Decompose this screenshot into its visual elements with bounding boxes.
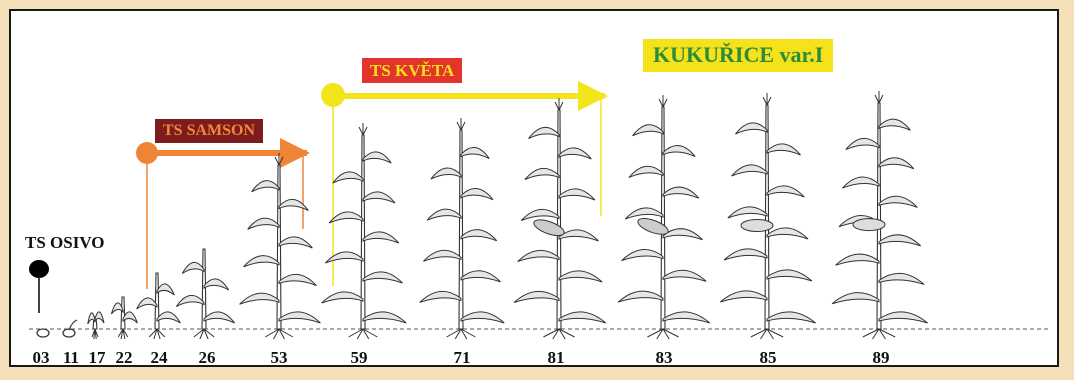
corn-plant-icon [618, 95, 710, 339]
diagram-frame: KUKUŘICE var.I TS KVĚTA TS SAMSON TS OSI… [9, 9, 1059, 367]
samson-arrow [136, 142, 307, 289]
corn-plant-icon [832, 91, 927, 339]
corn-plant-icon [176, 249, 234, 339]
crop-title: KUKUŘICE var.I [643, 39, 833, 72]
stage-label: 22 [116, 348, 133, 367]
samson-label: TS SAMSON [155, 119, 263, 143]
osivo-marker [29, 260, 49, 313]
seed-icon [37, 329, 49, 337]
stage-label: 85 [760, 348, 777, 367]
stage-label: 03 [33, 348, 50, 367]
stage-label: 17 [89, 348, 106, 367]
stage-label: 59 [351, 348, 368, 367]
growth-stage-diagram [11, 11, 1059, 367]
osivo-label: TS OSIVO [25, 234, 105, 251]
stage-label: 53 [271, 348, 288, 367]
corn-plant-icon [420, 118, 505, 339]
stage-label: 26 [199, 348, 216, 367]
corn-plant-icon [514, 98, 606, 339]
stage-label: 71 [454, 348, 471, 367]
corn-plant-icon [88, 312, 104, 339]
stage-label: 81 [548, 348, 565, 367]
stage-label: 83 [656, 348, 673, 367]
corn-plant-icon [240, 153, 321, 339]
stage-label: 24 [151, 348, 168, 367]
corn-plant-icon [720, 93, 815, 339]
corn-plant-icon [322, 123, 407, 339]
stage-label: 11 [63, 348, 79, 367]
corn-plant-icon [111, 297, 137, 339]
stage-label: 89 [873, 348, 890, 367]
kveta-label: TS KVĚTA [362, 58, 462, 83]
